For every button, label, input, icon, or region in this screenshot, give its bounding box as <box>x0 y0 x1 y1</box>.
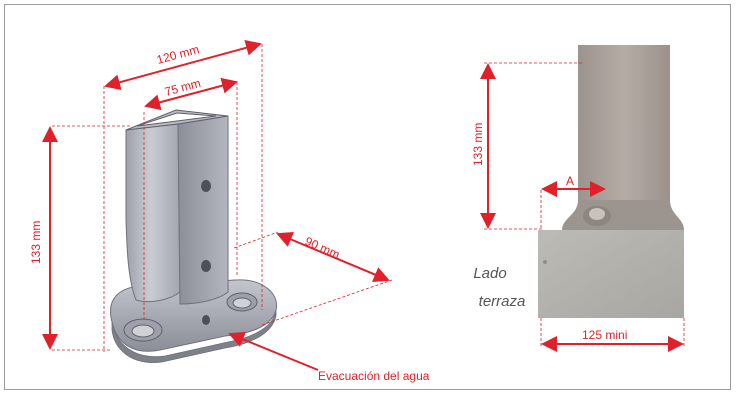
label-terraza: terraza <box>479 293 526 310</box>
dim-arrow-120 <box>104 39 262 91</box>
side-hole-middle <box>201 260 211 272</box>
post-tube <box>578 45 670 205</box>
post-foot <box>562 200 684 230</box>
dim-arrow-75 <box>144 77 238 111</box>
label-lado: Lado <box>473 265 506 282</box>
label-A: A <box>566 174 574 188</box>
bracket-upright-side <box>177 115 229 305</box>
label-133mm-right: 133 mm <box>471 123 485 166</box>
side-hole-top <box>201 180 211 192</box>
drain-pointer-arrow <box>228 331 319 371</box>
label-125-mini: 125 mini <box>582 328 627 342</box>
bracket-3d <box>110 109 278 363</box>
extension-lines-left <box>52 44 393 352</box>
dimension-arrows-right <box>480 63 684 352</box>
label-drain: Evacuación del agua <box>318 369 430 383</box>
dim-arrow-90 <box>276 232 390 282</box>
terrace-block <box>538 230 684 318</box>
label-90mm: 90 mm <box>303 234 342 262</box>
label-120mm: 120 mm <box>155 42 201 67</box>
dimension-arrows-left <box>42 39 390 371</box>
figure-frame <box>4 4 731 390</box>
label-133mm-left: 133 mm <box>29 221 43 264</box>
side-hole-bottom <box>202 315 210 325</box>
bracket-upright-front <box>125 123 181 303</box>
post-section <box>538 45 684 318</box>
